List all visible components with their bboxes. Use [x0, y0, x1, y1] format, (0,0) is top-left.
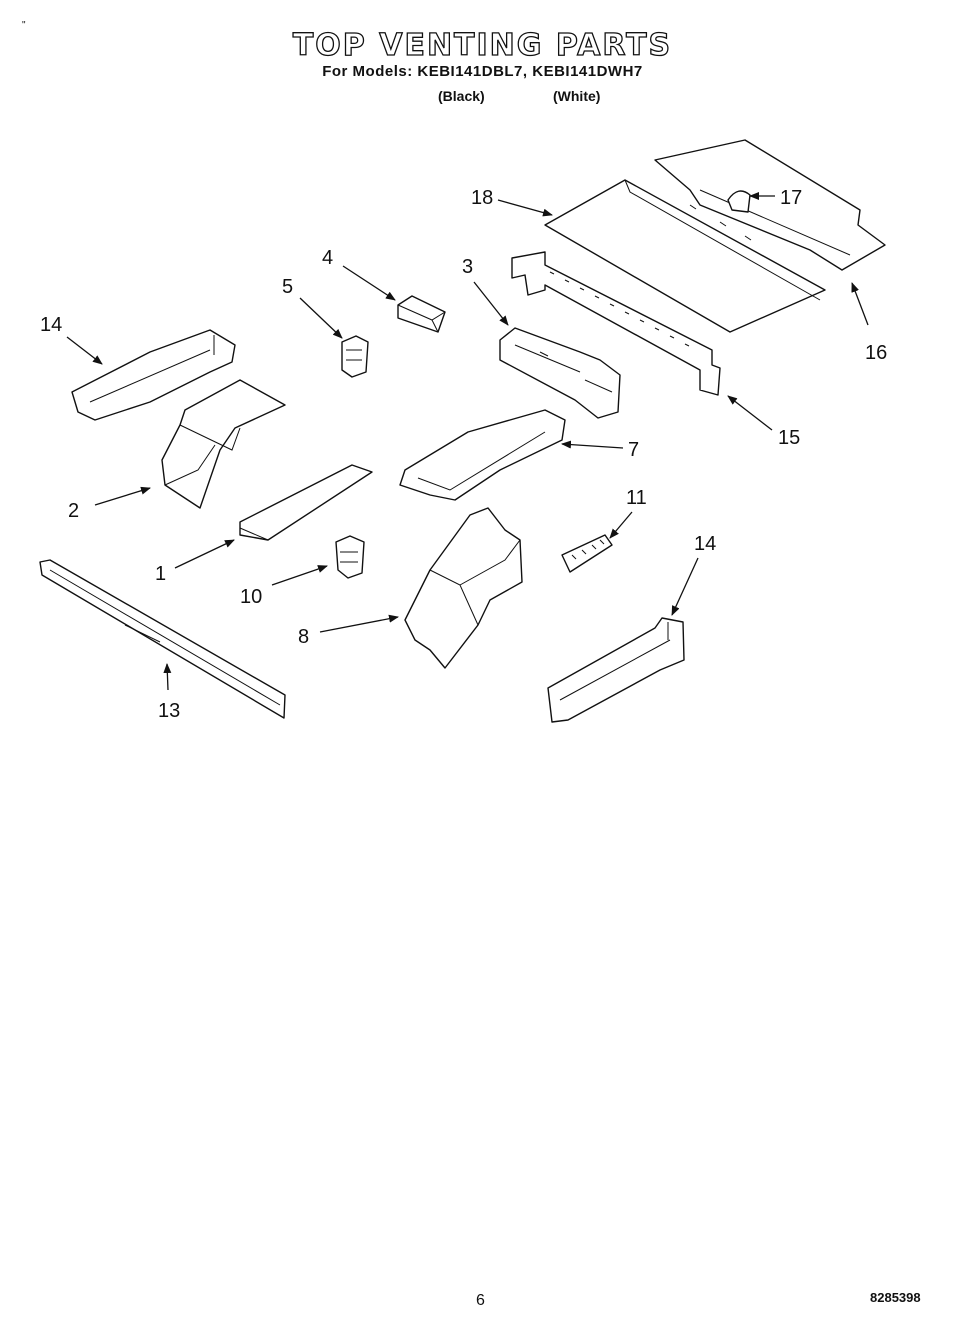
color-label-black: (Black) [438, 88, 485, 104]
callout-16: 16 [865, 342, 887, 364]
document-code: 8285398 [870, 1290, 921, 1305]
models-line: For Models: KEBI141DBL7, KEBI141DWH7 [322, 63, 643, 80]
part-2-duct [161, 379, 286, 509]
callout-14-left: 14 [40, 314, 62, 336]
part-14-right-bracket [547, 617, 685, 723]
part-11-terminal-block [561, 534, 613, 573]
part-13-rail [39, 559, 286, 719]
callout-14-right: 14 [694, 533, 716, 555]
callout-1: 1 [155, 563, 166, 585]
color-label-white: (White) [553, 88, 601, 104]
callout-8: 8 [298, 626, 309, 648]
part-15-perforated-rail [511, 251, 721, 396]
part-4-block [397, 295, 446, 333]
callout-11: 11 [626, 487, 647, 509]
part-17-clip [727, 190, 751, 213]
callout-17: 17 [780, 187, 802, 209]
callout-5: 5 [282, 276, 293, 298]
callout-13: 13 [158, 700, 180, 722]
part-1-strip [239, 464, 373, 541]
callout-18: 18 [471, 187, 493, 209]
page-title: TOP VENTING PARTS [292, 27, 673, 63]
page-number: 6 [476, 1292, 485, 1309]
part-5-switch [341, 335, 369, 378]
scan-mark: " [22, 20, 26, 31]
callout-15: 15 [778, 427, 800, 449]
part-18-vent-panel [544, 179, 826, 333]
part-16-top-panel [654, 139, 886, 271]
part-3-assembly [499, 327, 621, 419]
part-8-chute [404, 507, 523, 669]
part-10-switch [335, 535, 365, 579]
leader-arrows [66, 192, 869, 691]
callout-3: 3 [462, 256, 473, 278]
callout-7: 7 [628, 439, 639, 461]
part-14-left-bracket [71, 329, 236, 421]
part-7-plate [399, 409, 566, 501]
callout-4: 4 [322, 247, 333, 269]
callout-2: 2 [68, 500, 79, 522]
callout-10: 10 [240, 586, 262, 608]
